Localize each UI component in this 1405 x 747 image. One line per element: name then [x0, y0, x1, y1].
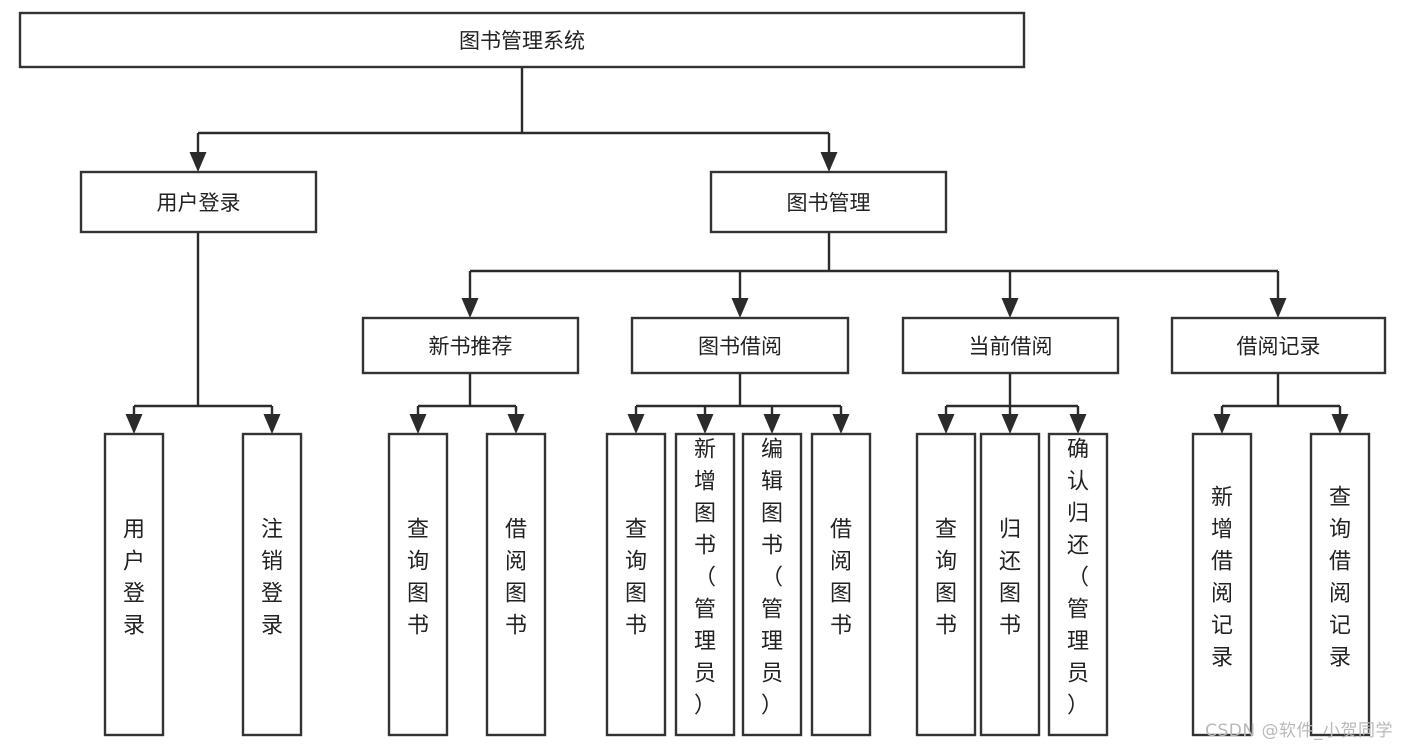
node-label: 编辑图书（管理员） [761, 438, 783, 719]
node-label: 用户登录 [123, 518, 145, 639]
node-leaf-add-borrow-record[interactable]: 新增借阅记录 [1191, 432, 1253, 737]
node-label: 注销登录 [261, 518, 283, 639]
node-label: 图书管理系统 [459, 29, 585, 53]
node-box[interactable] [979, 432, 1041, 737]
node-leaf-query-book-recommend[interactable]: 查询图书 [387, 432, 449, 737]
node-box[interactable] [1309, 432, 1371, 737]
node-box[interactable] [741, 432, 803, 737]
node-leaf-add-book[interactable]: 新增图书（管理员） [674, 432, 736, 737]
node-box[interactable] [1047, 432, 1109, 737]
arrow-head-icon [409, 414, 427, 434]
node-leaf-confirm-return[interactable]: 确认归还（管理员） [1047, 432, 1109, 737]
node-leaf-borrow-book[interactable]: 借阅图书 [810, 432, 872, 737]
arrow-head-icon [1269, 298, 1287, 318]
node-box[interactable] [79, 170, 318, 234]
node-leaf-query-borrow-record[interactable]: 查询借阅记录 [1309, 432, 1371, 737]
node-box[interactable] [630, 316, 850, 375]
node-box[interactable] [915, 432, 977, 737]
node-label: 新书推荐 [429, 335, 513, 359]
node-book-management[interactable]: 图书管理 [709, 170, 948, 234]
arrow-head-icon [263, 414, 281, 434]
arrow-head-icon [461, 298, 479, 318]
node-leaf-query-book-borrow[interactable]: 查询图书 [605, 432, 667, 737]
node-box[interactable] [1170, 316, 1387, 375]
arrow-head-icon [1213, 414, 1231, 434]
connector-layer [125, 67, 1349, 434]
node-borrow-record[interactable]: 借阅记录 [1170, 316, 1387, 375]
node-box[interactable] [709, 170, 948, 234]
arrow-head-icon [125, 414, 143, 434]
node-label: 查询图书 [935, 518, 957, 639]
node-label: 确认归还（管理员） [1067, 438, 1089, 719]
node-label: 当前借阅 [969, 335, 1053, 359]
arrow-head-icon [731, 298, 749, 318]
node-leaf-query-book-current[interactable]: 查询图书 [915, 432, 977, 737]
node-current-borrow[interactable]: 当前借阅 [901, 316, 1120, 375]
node-label: 归还图书 [999, 518, 1021, 639]
node-box[interactable] [901, 316, 1120, 375]
arrow-head-icon [1331, 414, 1349, 434]
node-box[interactable] [605, 432, 667, 737]
arrow-head-icon [820, 152, 838, 172]
arrow-head-icon [1069, 414, 1087, 434]
arrow-head-icon [1001, 298, 1019, 318]
node-label: 查询图书 [625, 518, 647, 639]
node-root[interactable]: 图书管理系统 [18, 11, 1026, 69]
node-label: 用户登录 [157, 191, 241, 215]
node-label: 新增图书（管理员） [694, 438, 716, 719]
node-label: 图书管理 [787, 191, 871, 215]
node-label: 新增借阅记录 [1211, 486, 1233, 671]
node-box[interactable] [18, 11, 1026, 69]
node-label: 借阅图书 [505, 518, 527, 639]
node-label: 借阅记录 [1237, 335, 1321, 359]
node-box[interactable] [241, 432, 303, 737]
node-leaf-borrow-book-recommend[interactable]: 借阅图书 [485, 432, 547, 737]
node-label: 查询借阅记录 [1329, 486, 1351, 671]
node-leaf-logout[interactable]: 注销登录 [241, 432, 303, 737]
node-leaf-user-login[interactable]: 用户登录 [103, 432, 165, 737]
node-label: 图书借阅 [698, 335, 782, 359]
arrow-head-icon [763, 414, 781, 434]
node-layer: 图书管理系统用户登录图书管理新书推荐图书借阅当前借阅借阅记录用户登录注销登录查询… [18, 11, 1387, 737]
node-label: 查询图书 [407, 518, 429, 639]
arrow-head-icon [832, 414, 850, 434]
node-box[interactable] [387, 432, 449, 737]
node-leaf-edit-book[interactable]: 编辑图书（管理员） [741, 432, 803, 737]
node-label: 借阅图书 [830, 518, 852, 639]
node-box[interactable] [1191, 432, 1253, 737]
node-box[interactable] [361, 316, 580, 375]
arrow-head-icon [189, 152, 207, 172]
node-new-book-recommend[interactable]: 新书推荐 [361, 316, 580, 375]
node-box[interactable] [103, 432, 165, 737]
node-user-login[interactable]: 用户登录 [79, 170, 318, 234]
arrow-head-icon [937, 414, 955, 434]
node-box[interactable] [674, 432, 736, 737]
arrow-head-icon [1001, 414, 1019, 434]
node-box[interactable] [810, 432, 872, 737]
node-box[interactable] [485, 432, 547, 737]
node-leaf-return-book[interactable]: 归还图书 [979, 432, 1041, 737]
arrow-head-icon [507, 414, 525, 434]
arrow-head-icon [696, 414, 714, 434]
arrow-head-icon [627, 414, 645, 434]
node-book-borrow[interactable]: 图书借阅 [630, 316, 850, 375]
